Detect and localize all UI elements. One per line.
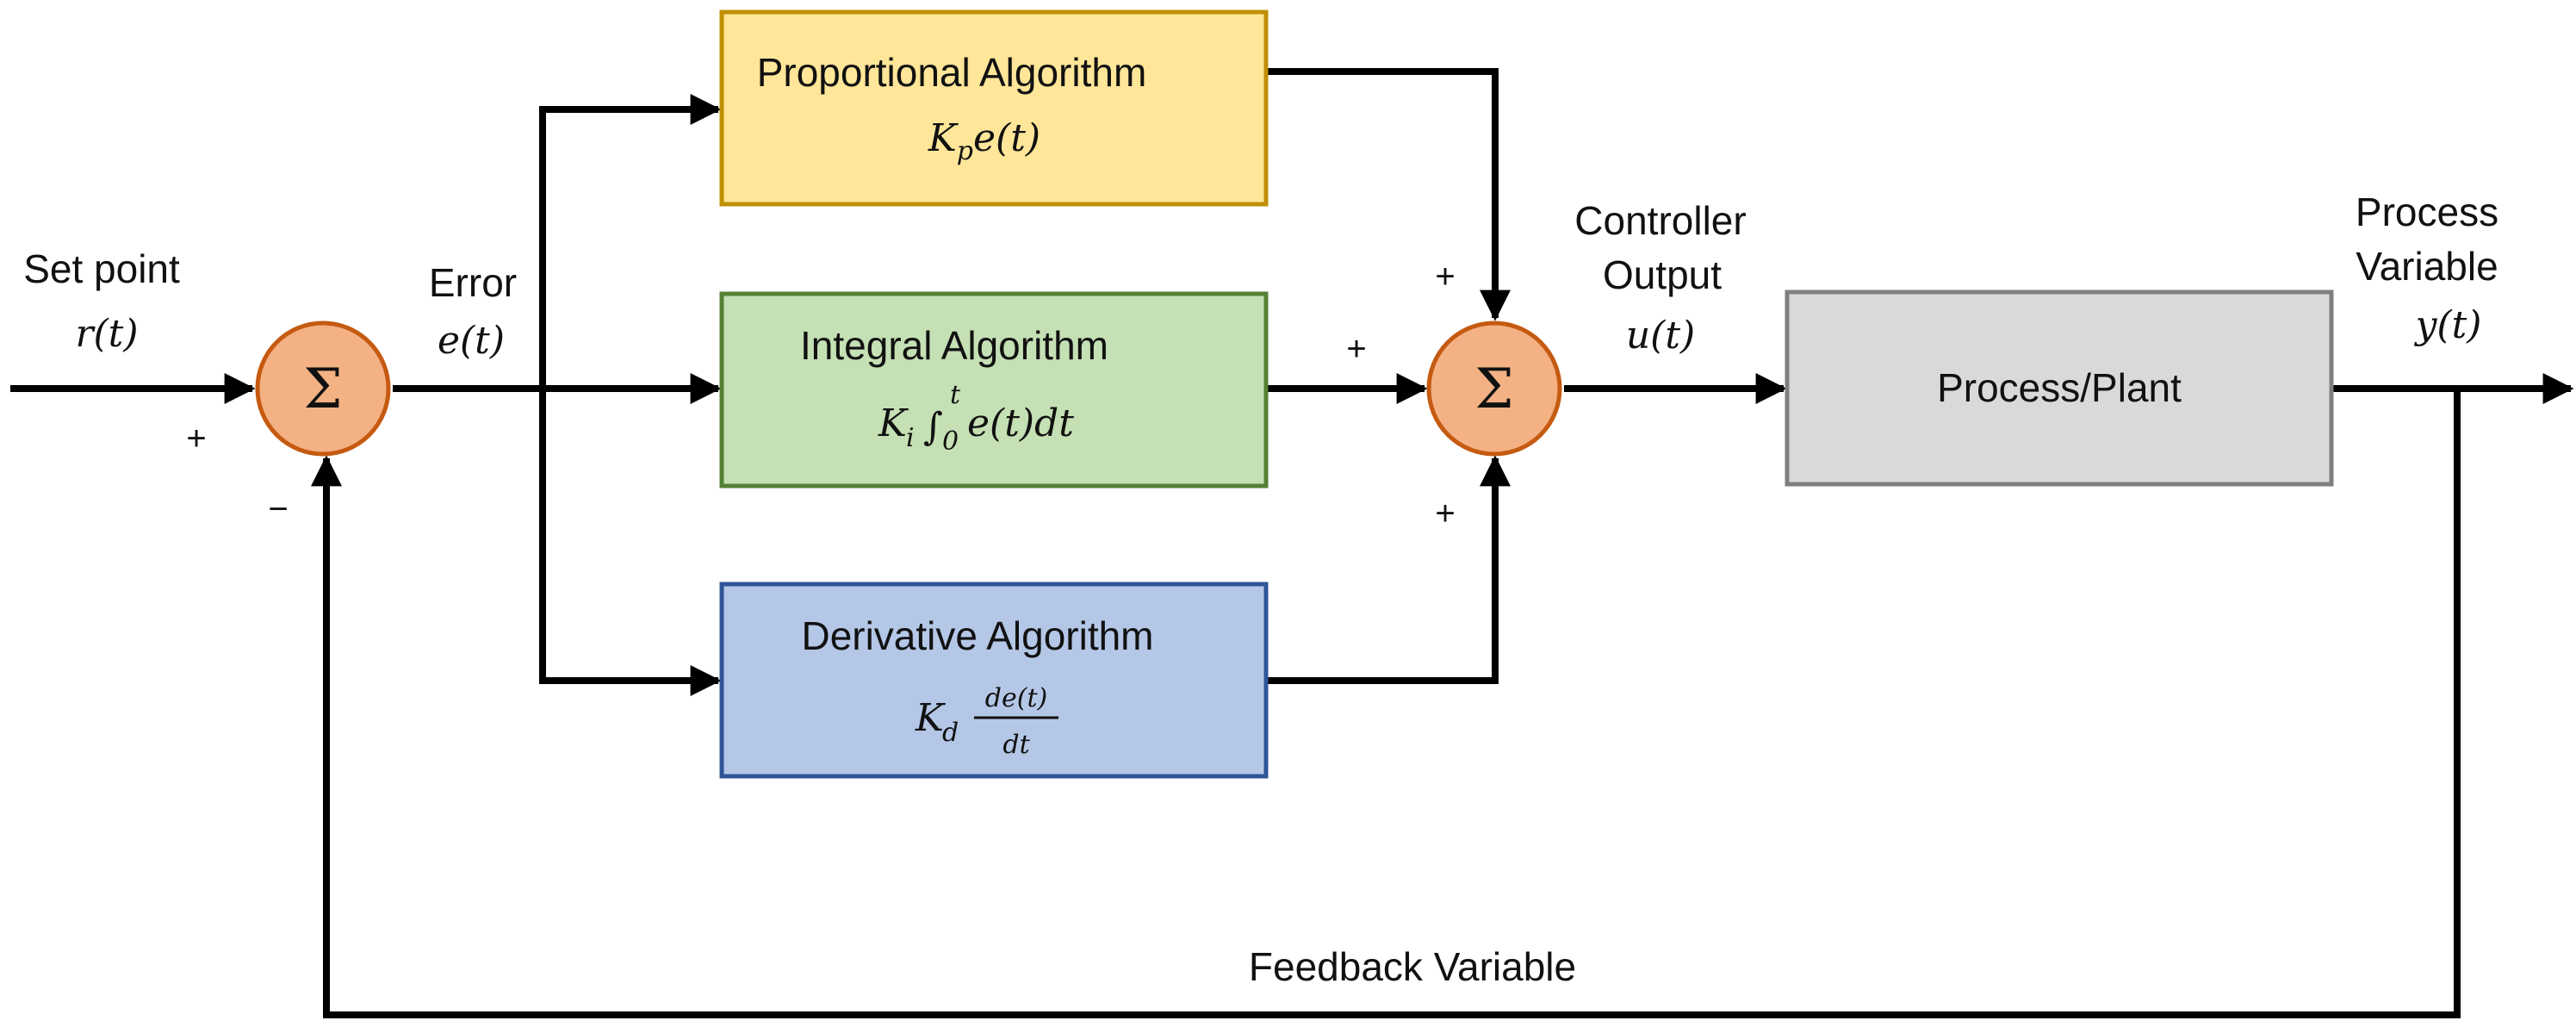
- summing-junction-2: Σ: [1426, 320, 1562, 457]
- proportional-block-rect: [719, 9, 1269, 207]
- summing-junction-2-circle: [1426, 320, 1562, 457]
- proportional-formula-rest: e(t): [973, 116, 1040, 160]
- process-variable-line1: Process: [2356, 190, 2498, 234]
- integral-title: Integral Algorithm: [800, 323, 1108, 368]
- derivative-plus-sign: +: [1435, 495, 1455, 532]
- process-variable-symbol: y(t): [2414, 303, 2482, 347]
- controller-output-symbol: u(t): [1626, 314, 1695, 358]
- derivative-formula-k: K: [915, 696, 946, 740]
- derivative-formula: K d de(t) dt: [915, 683, 1058, 760]
- controller-output-line1: Controller: [1574, 198, 1746, 243]
- derivative-formula-num: de(t): [985, 683, 1047, 713]
- integral-formula-upper: t: [950, 380, 961, 410]
- derivative-formula-sub: d: [942, 718, 959, 748]
- integral-formula-k: K: [878, 401, 909, 445]
- proportional-block: Proportional Algorithm Kpe(t): [719, 9, 1269, 207]
- integral-formula-sub: i: [906, 423, 915, 453]
- summing-junction-1: Σ: [255, 320, 391, 457]
- derivative-formula-den: dt: [1002, 730, 1030, 760]
- summing-junction-1-circle: [255, 320, 391, 457]
- controller-output-line2: Output: [1603, 252, 1722, 297]
- proportional-formula-k: K: [928, 116, 959, 160]
- plant-block: Process/Plant: [1785, 289, 2334, 487]
- derivative-output-arrow: [1266, 455, 1511, 684]
- feedback-loop-arrow: [311, 389, 2461, 1018]
- plant-block-rect: [1785, 289, 2334, 487]
- setpoint-symbol: r(t): [75, 312, 138, 356]
- sum-symbol-2: Σ: [1474, 358, 1513, 421]
- integral-formula-sign: ∫: [923, 405, 943, 449]
- integral-block-rect: [719, 291, 1269, 488]
- integral-block: Integral Algorithm K i ∫ 0 t e(t)dt: [719, 291, 1269, 488]
- integral-formula: K i ∫ 0 t e(t)dt: [878, 380, 1074, 457]
- error-title: Error: [429, 260, 517, 305]
- process-variable-line2: Variable: [2356, 244, 2498, 289]
- proportional-plus-sign: +: [1435, 258, 1455, 296]
- integral-formula-lower: 0: [942, 426, 959, 457]
- integral-formula-rest: e(t)dt: [967, 401, 1074, 445]
- sum-symbol-1: Σ: [303, 358, 342, 421]
- setpoint-plus-sign: +: [186, 420, 206, 457]
- derivative-title: Derivative Algorithm: [801, 613, 1153, 658]
- proportional-formula-sub: p: [957, 136, 973, 166]
- integral-plus-sign: +: [1346, 330, 1366, 368]
- proportional-output-arrow: [1266, 68, 1511, 321]
- derivative-block: Derivative Algorithm K d de(t) dt: [719, 582, 1269, 779]
- error-symbol: e(t): [438, 319, 505, 363]
- proportional-title: Proportional Algorithm: [757, 50, 1147, 95]
- proportional-formula: Kpe(t): [928, 116, 1040, 166]
- feedback-minus-sign: −: [268, 490, 288, 528]
- derivative-block-rect: [719, 582, 1269, 779]
- setpoint-title: Set point: [23, 246, 180, 291]
- feedback-label: Feedback Variable: [1249, 944, 1576, 989]
- plant-title: Process/Plant: [1937, 365, 2182, 410]
